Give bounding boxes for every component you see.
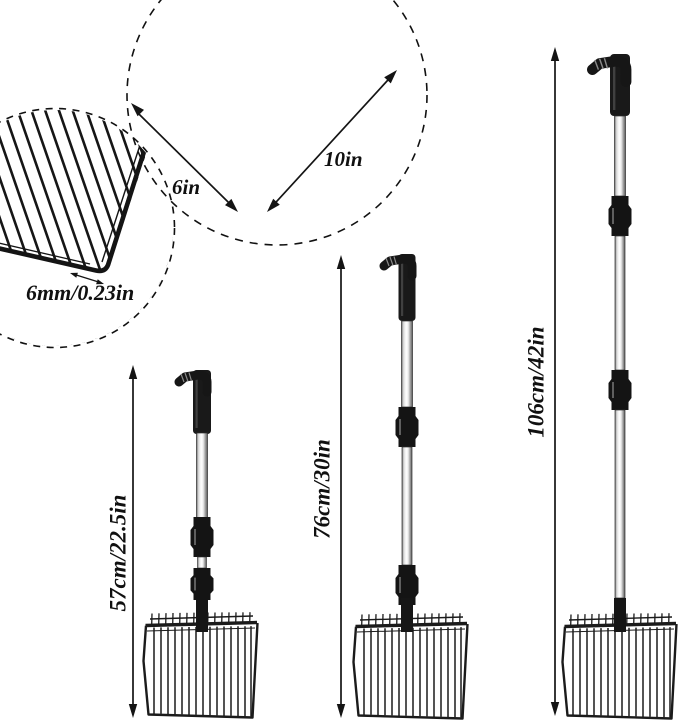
tool-57cm-height-label: 57cm/22.5in [105, 494, 131, 612]
pole-ferrule [196, 600, 208, 632]
height-arrow-76cm [336, 255, 346, 718]
wire-thickness-arrow [70, 272, 104, 285]
mesh-rim [0, 138, 151, 274]
pole-section [614, 115, 626, 197]
pole-section [401, 320, 413, 408]
pole-section [614, 235, 626, 371]
head-depth-label: 10in [324, 147, 363, 171]
lock-collar [607, 369, 633, 411]
mesh-mask [0, 125, 173, 346]
tool-76cm-illustration [336, 243, 470, 721]
tool-106cm-height-label: 106cm/42in [523, 326, 549, 438]
pole-section [614, 409, 626, 599]
detail-circle-outline [0, 107, 176, 349]
lock-collar [189, 567, 215, 601]
wire-thickness-label: 6mm/0.23in [26, 280, 135, 305]
hang-hook [592, 58, 626, 81]
height-arrow-57cm [128, 365, 138, 718]
height-arrow-106cm [550, 47, 560, 716]
pole-section [196, 432, 208, 519]
pole-ferrule [614, 598, 626, 632]
lock-collar [607, 195, 633, 237]
tool-57cm-illustration [128, 365, 260, 720]
lock-collar [394, 406, 420, 448]
lock-collar [189, 516, 215, 558]
tool-106cm-illustration [550, 47, 679, 721]
wire-mesh-detail-inset [0, 107, 176, 349]
tool-76cm-height-label: 76cm/30in [309, 439, 335, 539]
head-width-label: 6in [172, 175, 201, 199]
depth-dimension-arrow [267, 70, 397, 212]
head-outline-circle [126, 0, 428, 246]
width-dimension-arrow [131, 103, 238, 212]
hang-hook [384, 257, 412, 277]
pole-section [197, 556, 207, 569]
scoop-head-dimensions [126, 0, 428, 246]
pole-section [401, 446, 413, 566]
pole-ferrule [401, 598, 413, 632]
